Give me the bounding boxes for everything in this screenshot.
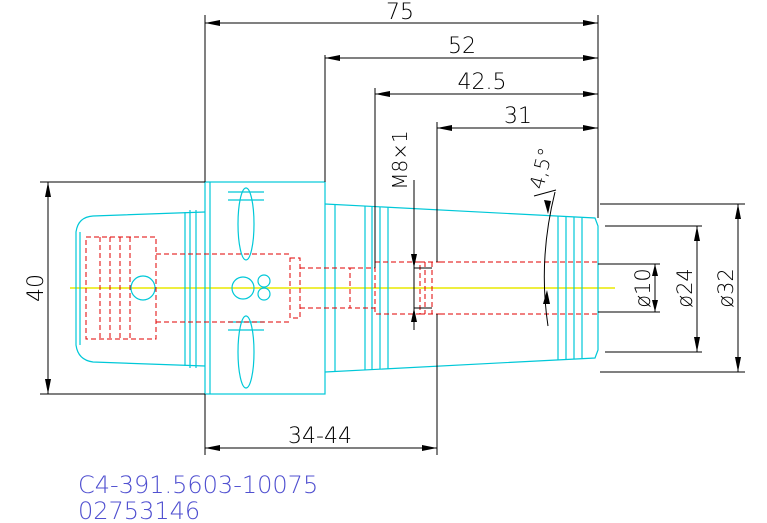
dim-text-d10: ø10 xyxy=(631,268,655,308)
nose-outline xyxy=(75,211,206,367)
drive-slot-top xyxy=(237,187,255,261)
center-mark-circle xyxy=(231,276,255,300)
dimension-lines xyxy=(40,15,745,455)
dim-text-52: 52 xyxy=(448,34,476,59)
collet-seat xyxy=(85,236,157,340)
order-number: 02753146 xyxy=(78,497,200,523)
tool-holder-outline xyxy=(75,181,599,395)
dim-text-40: 40 xyxy=(24,274,49,302)
dim-text-d32: ø32 xyxy=(714,268,738,308)
article-number: C4-391.5603-10075 xyxy=(78,471,318,499)
dim-text-thread: M8×1 xyxy=(388,130,412,189)
dim-text-d24: ø24 xyxy=(673,268,697,308)
dim-text-31: 31 xyxy=(504,104,532,129)
flange-body xyxy=(204,181,326,395)
dim-text-adjust-range: 34-44 xyxy=(288,424,352,449)
dim-text-angle: 4,5° xyxy=(525,145,558,191)
drive-slot-bottom xyxy=(237,315,255,389)
dim-text-75: 75 xyxy=(386,0,414,25)
hidden-lines xyxy=(85,236,598,340)
dim-text-42-5: 42.5 xyxy=(458,70,507,95)
dim-arc-angle xyxy=(543,191,556,327)
